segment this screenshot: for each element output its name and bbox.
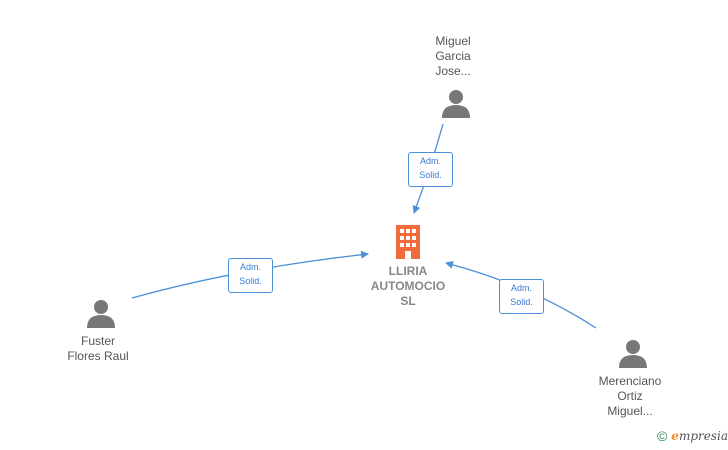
- brand-initial: e: [671, 429, 679, 443]
- company-name-line: LLIRIA: [388, 264, 428, 278]
- edge-label-line: Solid.: [419, 170, 442, 180]
- edge-label-line: Adm.: [510, 283, 532, 293]
- person-name-line: Fuster: [80, 334, 115, 348]
- person-name-line: Miguel: [435, 34, 471, 48]
- person-name-merenciano-ortiz[interactable]: Merenciano Ortiz Miguel...: [585, 374, 675, 419]
- edge-label-merenciano-ortiz[interactable]: Adm. Solid.: [499, 279, 544, 314]
- person-name-line: Merenciano: [598, 374, 662, 388]
- company-name-line: SL: [400, 294, 416, 308]
- person-name-line: Jose...: [435, 64, 471, 78]
- edge-label-miguel-garcia[interactable]: Adm. Solid.: [408, 152, 453, 187]
- person-name-line: Miguel...: [607, 404, 653, 418]
- person-icon[interactable]: [86, 298, 116, 328]
- edge-label-line: Solid.: [239, 276, 262, 286]
- building-icon[interactable]: [394, 225, 422, 259]
- brand-name: empresia: [671, 429, 728, 443]
- person-icon[interactable]: [618, 338, 648, 368]
- person-name-line: Flores Raul: [67, 349, 129, 363]
- edge-label-line: Solid.: [510, 297, 533, 307]
- person-name-fuster-flores[interactable]: Fuster Flores Raul: [48, 334, 148, 364]
- brand-rest: mpresia: [678, 429, 728, 443]
- edge-label-fuster-flores[interactable]: Adm. Solid.: [228, 258, 273, 293]
- person-name-line: Garcia: [435, 49, 471, 63]
- copyright-icon: ©: [656, 428, 668, 444]
- person-name-line: Ortiz: [617, 389, 643, 403]
- company-name-line: AUTOMOCIO: [370, 279, 446, 293]
- edge-label-line: Adm.: [239, 262, 261, 272]
- person-icon[interactable]: [441, 88, 471, 118]
- empresia-logo[interactable]: © empresia: [657, 428, 728, 444]
- company-name[interactable]: LLIRIA AUTOMOCIO SL: [358, 264, 458, 309]
- edge-label-line: Adm.: [419, 156, 441, 166]
- person-name-miguel-garcia[interactable]: Miguel Garcia Jose...: [413, 34, 493, 79]
